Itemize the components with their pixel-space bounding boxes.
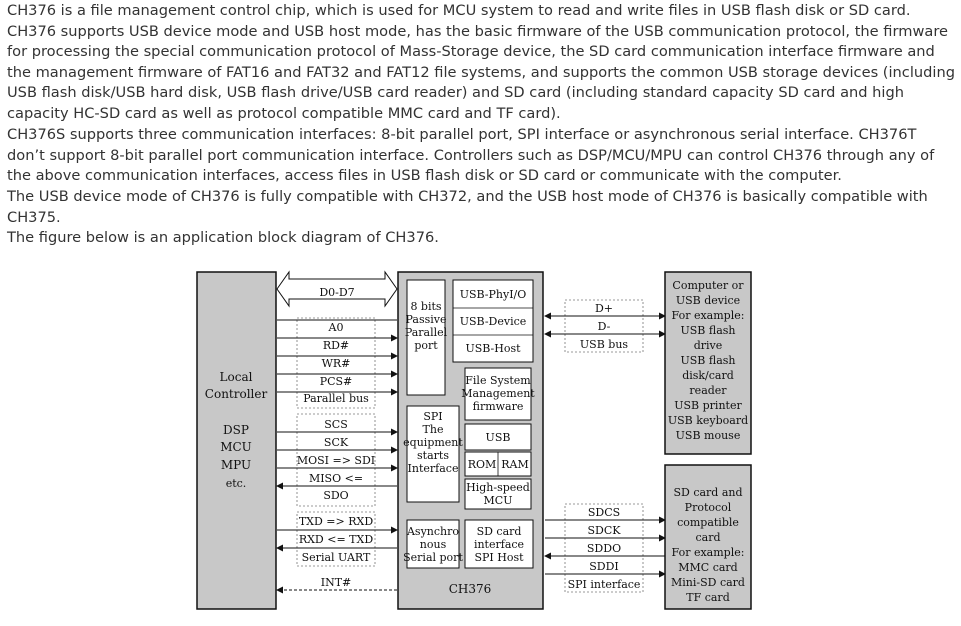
spi-if-line-3: equipment	[403, 436, 463, 449]
signal-sdo: SDO	[323, 489, 348, 502]
usb-phy-label: USB-PhyI/O	[460, 288, 527, 301]
usb-host-label: USB-Host	[465, 342, 521, 355]
sd-if-line-2: interface	[474, 538, 524, 551]
usb-target-9: USB printer	[674, 399, 742, 412]
usb-device-label: USB-Device	[460, 315, 527, 328]
controller-title-1: Local	[220, 370, 253, 384]
async-line-3: Serial port	[403, 551, 463, 564]
fs-line-1: File System	[465, 374, 531, 387]
compatibility-paragraph: The USB device mode of CH376 is fully co…	[7, 188, 928, 226]
signal-dminus: D-	[598, 320, 611, 333]
signal-sdcs: SDCS	[588, 506, 620, 519]
spi-bus: SCS SCK MOSI => SDI MISO <= SDO	[276, 413, 398, 507]
signal-sck: SCK	[324, 436, 349, 449]
controller-type-etc: etc.	[226, 477, 247, 490]
usb-label: USB	[486, 431, 511, 444]
signal-dplus: D+	[595, 302, 613, 315]
spi-interface-label: SPI interface	[568, 578, 641, 591]
spi-if-line-1: SPI	[423, 410, 442, 423]
usb-targets-block: Computer or USB device For example: USB …	[664, 271, 752, 455]
sd-spi-bus: SDCS SDCK SDDO SDDI SPI interface	[544, 503, 666, 593]
signal-rxd: RXD <= TXD	[299, 533, 374, 546]
int-label: INT#	[321, 576, 352, 589]
usb-target-11: USB mouse	[676, 429, 741, 442]
usb-bus-label: USB bus	[580, 338, 629, 351]
parallel-port-line-1: 8 bits	[410, 300, 441, 313]
interfaces-paragraph: CH376S supports three communication inte…	[7, 126, 935, 185]
async-line-2: nous	[420, 538, 447, 551]
fs-line-3: firmware	[473, 400, 524, 413]
serial-uart-label: Serial UART	[302, 551, 371, 564]
sd-target-5: For example:	[672, 546, 745, 559]
local-controller-block: Local Controller DSP MCU MPU etc.	[196, 271, 277, 610]
signal-scs: SCS	[324, 418, 348, 431]
uart-bus: TXD => RXD RXD <= TXD Serial UART	[276, 511, 398, 567]
parallel-port-line-3: Parallel	[405, 326, 448, 339]
interrupt-line: INT#	[276, 576, 397, 594]
signal-miso: MISO <=	[309, 472, 363, 485]
signal-rd: RD#	[323, 339, 349, 352]
usb-target-10: USB keyboard	[668, 414, 748, 427]
usb-target-8: reader	[689, 384, 727, 397]
signal-sddo: SDDO	[587, 542, 621, 555]
fs-line-2: Management	[461, 387, 535, 400]
signal-a0: A0	[328, 321, 344, 334]
ch376-chip: CH376 8 bits Passive Parallel port USB-P…	[397, 271, 544, 610]
sd-if-line-3: SPI Host	[474, 551, 524, 564]
data-bus-arrow: D0-D7	[276, 270, 398, 308]
signal-mosi: MOSI => SDI	[297, 454, 375, 467]
chip-name: CH376	[449, 582, 492, 596]
mcu-line-1: High-speed	[466, 481, 530, 494]
signal-wr: WR#	[322, 357, 351, 370]
controller-type-mcu: MCU	[220, 440, 252, 454]
usb-target-6: USB flash	[680, 354, 735, 367]
sd-targets-block: SD card and Protocol compatible card For…	[664, 464, 752, 610]
usb-target-3: For example:	[672, 309, 745, 322]
signal-pcs: PCS#	[320, 375, 353, 388]
sd-target-1: SD card and	[673, 486, 742, 499]
parallel-port-line-4: port	[414, 339, 438, 352]
usb-bus: D+ D- USB bus	[544, 299, 666, 353]
sd-target-6: MMC card	[678, 561, 737, 574]
rom-label: ROM	[468, 458, 497, 471]
usb-target-2: USB device	[676, 294, 740, 307]
controller-type-mpu: MPU	[221, 458, 251, 472]
sd-target-2: Protocol	[685, 501, 732, 514]
parallel-port-line-2: Passive	[406, 313, 447, 326]
parallel-bus-label: Parallel bus	[303, 392, 369, 405]
async-line-1: Asynchro	[406, 525, 459, 538]
intro-paragraph: CH376 is a file management control chip,…	[7, 2, 955, 122]
spi-if-line-5: Interface	[408, 462, 459, 475]
usb-target-1: Computer or	[672, 279, 744, 292]
ram-label: RAM	[501, 458, 529, 471]
controller-type-dsp: DSP	[223, 423, 249, 437]
usb-target-5: drive	[694, 339, 723, 352]
usb-target-4: USB flash	[680, 324, 735, 337]
parallel-bus: A0 RD# WR# PCS# Parallel bus	[277, 317, 398, 409]
signal-sddi: SDDI	[589, 560, 619, 573]
sd-target-8: TF card	[686, 591, 729, 604]
spi-if-line-2: The	[423, 423, 444, 436]
data-bus-label: D0-D7	[319, 286, 354, 299]
sd-target-3: compatible	[677, 516, 739, 529]
signal-sdck: SDCK	[588, 524, 622, 537]
controller-title-2: Controller	[205, 387, 268, 401]
signal-txd: TXD => RXD	[299, 515, 374, 528]
sd-if-line-1: SD card	[477, 525, 522, 538]
sd-target-7: Mini-SD card	[671, 576, 745, 589]
figure-caption: The figure below is an application block…	[7, 229, 439, 246]
sd-target-4: card	[695, 531, 720, 544]
spi-if-line-4: starts	[417, 449, 449, 462]
usb-target-7: disk/card	[682, 369, 734, 382]
mcu-line-2: MCU	[484, 494, 513, 507]
